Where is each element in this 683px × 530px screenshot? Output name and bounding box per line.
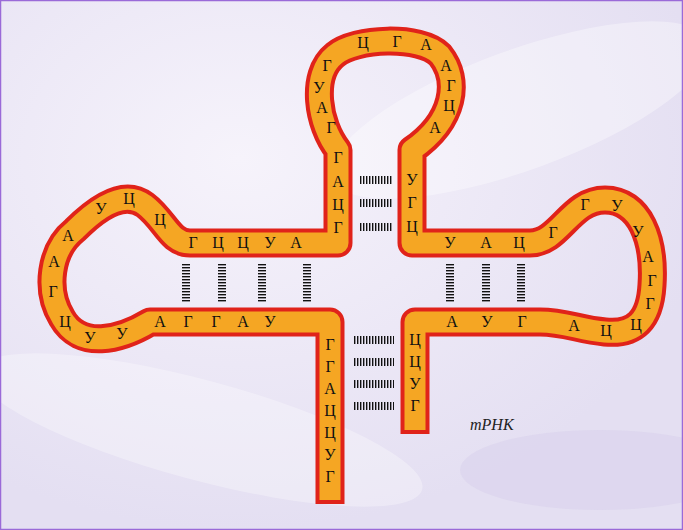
nucleotide-letter: Г	[645, 296, 654, 312]
nucleotide-letter: У	[264, 235, 275, 251]
band-outline	[52, 41, 652, 504]
nucleotide-letter: У	[84, 330, 95, 346]
base-pair-bonds	[182, 176, 525, 410]
nucleotide-letter: Ц	[332, 197, 344, 213]
nucleotide-letter: Ц	[409, 354, 421, 370]
nucleotide-letter: Г	[407, 195, 416, 211]
nucleotide-letter: Ц	[513, 235, 525, 251]
nucleotide-letter: Ц	[600, 323, 612, 339]
nucleotide-letter: Ц	[357, 35, 369, 51]
nucleotide-letter: Г	[392, 34, 401, 50]
nucleotide-letter: У	[406, 172, 417, 188]
nucleotide-letter: Ц	[443, 98, 455, 114]
nucleotide-letter: А	[237, 314, 249, 330]
nucleotide-letter: У	[444, 235, 455, 251]
nucleotide-letter: А	[62, 228, 74, 244]
nucleotide-letter: А	[642, 249, 654, 265]
nucleotide-letter: Г	[48, 284, 57, 300]
nucleotide-letter: Г	[325, 359, 334, 375]
nucleotide-letter: Г	[580, 197, 589, 213]
nucleotide-letter: Г	[325, 337, 334, 353]
nucleotide-letter: Ц	[406, 219, 418, 235]
nucleotide-letter: А	[316, 100, 328, 116]
nucleotide-letter: Ц	[324, 403, 336, 419]
nucleotide-letter: Ц	[237, 235, 249, 251]
nucleotide-letter: А	[446, 314, 458, 330]
nucleotide-letter: А	[48, 254, 60, 270]
nucleotide-letter: А	[568, 318, 580, 334]
nucleotide-letter: Г	[517, 314, 526, 330]
nucleotide-letter: У	[481, 314, 492, 330]
nucleotide-letter: Г	[325, 469, 334, 485]
nucleotide-letter: Г	[548, 225, 557, 241]
nucleotide-letter: А	[480, 235, 492, 251]
nucleotide-letter: Ц	[324, 425, 336, 441]
nucleotide-letter: Ц	[409, 332, 421, 348]
nucleotide-letter: Г	[183, 314, 192, 330]
nucleotide-letter: А	[332, 174, 344, 190]
nucleotide-letter: Г	[326, 120, 335, 136]
nucleotide-letter: У	[95, 201, 106, 217]
nucleotide-letter: А	[324, 381, 336, 397]
trna-caption: тРНК	[470, 417, 514, 433]
nucleotide-letter: У	[611, 198, 622, 214]
nucleotide-letter: Ц	[630, 317, 642, 333]
nucleotide-letter: У	[313, 80, 324, 96]
nucleotide-letter: Г	[647, 273, 656, 289]
nucleotide-letter: А	[154, 314, 166, 330]
nucleotide-letter: У	[116, 326, 127, 342]
nucleotide-letter: Г	[333, 150, 342, 166]
background-swirl	[0, 322, 435, 530]
nucleotide-letter: Г	[410, 398, 419, 414]
nucleotide-letter: Ц	[59, 314, 71, 330]
nucleotide-letter: Г	[333, 220, 342, 236]
band-fill	[52, 41, 652, 500]
nucleotide-letter: Ц	[212, 235, 224, 251]
nucleotide-letter: У	[632, 224, 643, 240]
nucleotide-letter: У	[264, 314, 275, 330]
nucleotide-letter: А	[440, 58, 452, 74]
nucleotide-letter: Г	[188, 235, 197, 251]
nucleotide-letter: Г	[322, 58, 331, 74]
nucleotide-letter: Ц	[154, 212, 166, 228]
nucleotide-letter: А	[420, 37, 432, 53]
nucleotide-letter: А	[290, 235, 302, 251]
nucleotide-letter: Ц	[123, 191, 135, 207]
nucleotide-letter: У	[409, 376, 420, 392]
nucleotide-letter: У	[324, 447, 335, 463]
nucleotide-letter: Г	[211, 314, 220, 330]
background-swirl	[460, 430, 683, 510]
nucleotide-letter: Г	[446, 78, 455, 94]
nucleotide-letter: А	[429, 120, 441, 136]
